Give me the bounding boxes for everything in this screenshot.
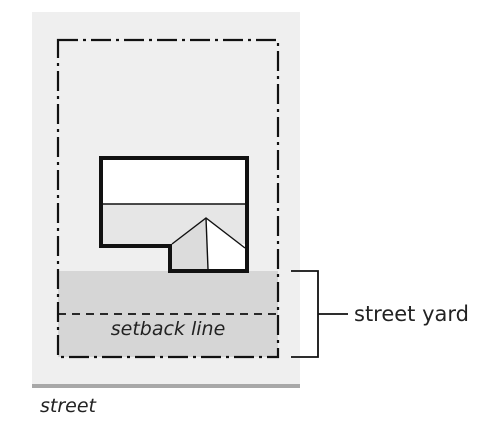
house-outline-overlay — [99, 156, 249, 273]
street-label: street — [40, 395, 98, 417]
property-line — [56, 38, 280, 359]
setback-line-label: setback line — [111, 318, 226, 340]
garage-roof-light — [206, 218, 245, 269]
street-line — [32, 384, 300, 388]
garage-roof-ridge — [205, 217, 209, 270]
house-footprint — [99, 156, 249, 273]
street-yard-label: street yard — [354, 302, 469, 326]
garage-roof — [172, 218, 208, 269]
